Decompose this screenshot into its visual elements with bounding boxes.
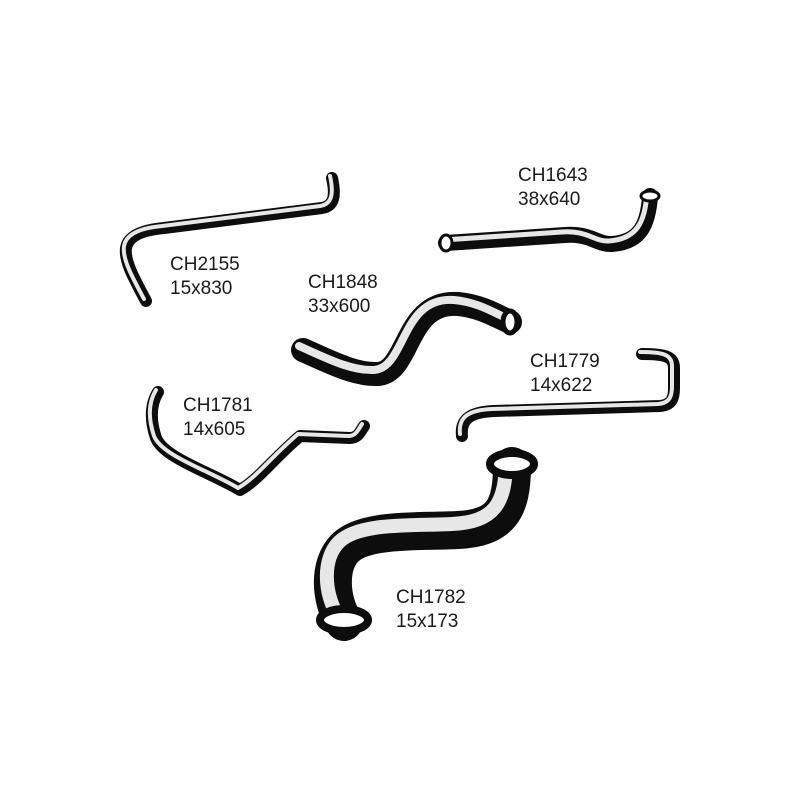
part-size: 15x173 <box>396 611 459 632</box>
part-label-ch1779: CH1779 14x622 <box>530 350 600 398</box>
hose-ch1779 <box>455 348 680 442</box>
part-size: 15x830 <box>170 278 233 299</box>
part-code: CH1779 <box>530 351 600 372</box>
hose-ch1848 <box>291 291 522 387</box>
hose-ch1782 <box>313 447 538 641</box>
part-size: 38x640 <box>518 189 581 210</box>
hose-ch1781 <box>145 386 370 496</box>
part-code: CH1643 <box>518 165 588 186</box>
hose-ch1643 <box>438 188 661 253</box>
part-size: 14x622 <box>530 375 593 396</box>
hose-ch2155 <box>119 172 340 307</box>
part-code: CH1781 <box>183 395 253 416</box>
part-size: 14x605 <box>183 419 246 440</box>
part-label-ch1781: CH1781 14x605 <box>183 394 253 442</box>
part-code: CH1848 <box>308 272 378 293</box>
part-size: 33x600 <box>308 296 371 317</box>
part-code: CH1782 <box>396 587 466 608</box>
part-label-ch2155: CH2155 15x830 <box>170 253 240 301</box>
part-code: CH2155 <box>170 254 240 275</box>
part-label-ch1848: CH1848 33x600 <box>308 271 378 319</box>
part-label-ch1782: CH1782 15x173 <box>396 586 466 634</box>
part-label-ch1643: CH1643 38x640 <box>518 164 588 212</box>
